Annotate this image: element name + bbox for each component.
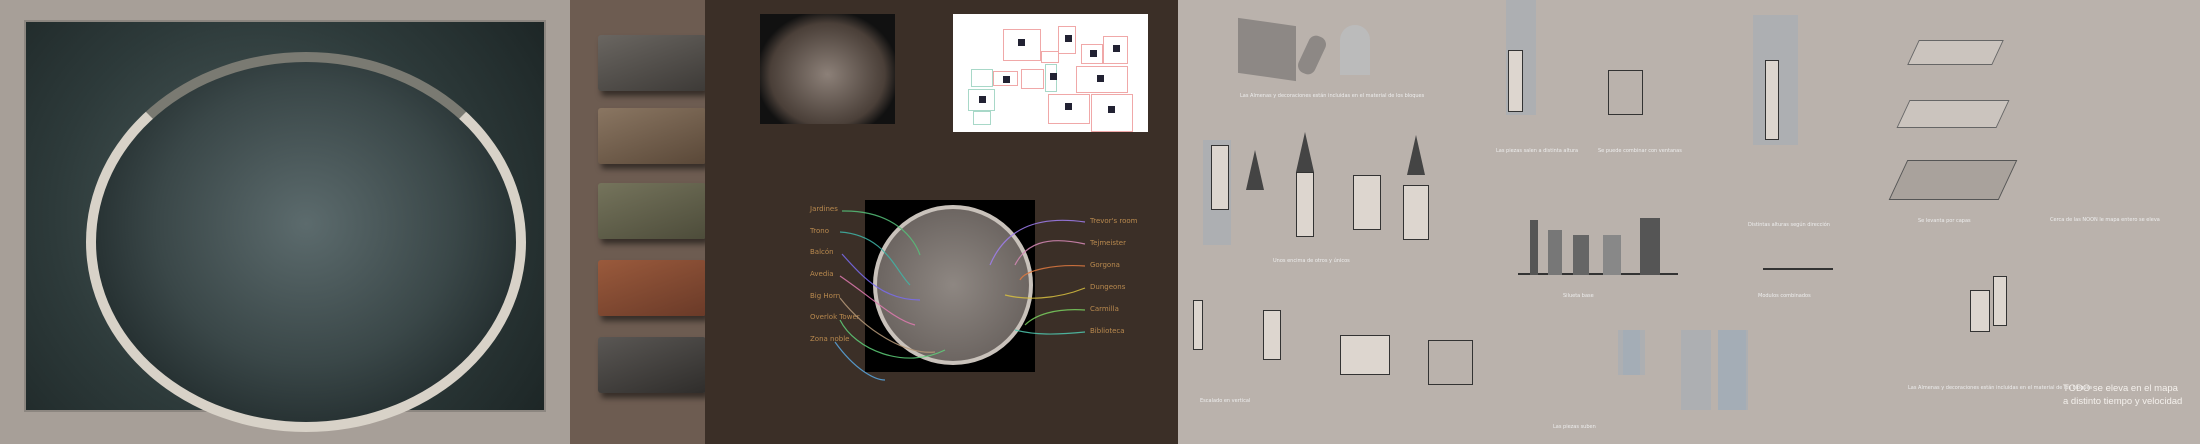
highlight — [1681, 330, 1711, 410]
caption: Escalado en vertical — [1200, 398, 1251, 404]
room-flowchart — [953, 14, 1148, 132]
map-thumbnail — [760, 14, 895, 124]
spire-sketch — [1246, 150, 1264, 190]
tower-sketch — [1263, 310, 1281, 360]
map-label: Overlok Tower — [810, 313, 860, 321]
map-link-lines — [834, 210, 1086, 381]
map-layout-panel: Jardines Trono Balcón Avedia Big Horn Ov… — [705, 0, 1178, 444]
wall-block-sketch — [1238, 17, 1296, 82]
frame-sketch — [1608, 70, 1643, 115]
map-circle — [873, 205, 1033, 365]
caption: Unos encima de otros y únicos — [1273, 258, 1350, 264]
caption: Las Almenas y decoraciones están incluid… — [1908, 385, 2093, 391]
tower-sketch — [1193, 300, 1203, 350]
spire-sketch — [1407, 135, 1425, 175]
texture-block — [598, 108, 706, 164]
building-sketch — [1340, 335, 1390, 375]
spire-sketch — [1296, 132, 1314, 172]
map-label: Avedia — [810, 270, 834, 278]
map-label: Dungeons — [1090, 283, 1126, 291]
tower-sketch — [1765, 60, 1779, 140]
arch-sketch — [1340, 25, 1370, 75]
caption: Las Almenas y decoraciones están incluid… — [1240, 93, 1425, 99]
caption: Modulos combinados — [1758, 293, 1811, 299]
caption: Las piezas salen a distinta altura — [1496, 148, 1579, 154]
caption: Cerca de las NOON le mapa entero se elev… — [2050, 217, 2160, 223]
tower-sketch — [1211, 145, 1229, 210]
map-label: Zona noble — [810, 335, 850, 343]
map-label: Balcón — [810, 248, 834, 256]
map-label: Trevor's room — [1090, 217, 1138, 225]
tower-sketch — [1508, 50, 1523, 112]
texture-block — [598, 337, 706, 393]
building-sketch — [1428, 340, 1473, 385]
caption: Las piezas suben — [1553, 424, 1596, 430]
conclusion-line: TODO se eleva en el mapa — [2063, 383, 2178, 394]
wall-piece-sketch — [1295, 33, 1329, 77]
city-bowl — [86, 52, 526, 432]
highlight — [1618, 330, 1640, 375]
texture-block — [598, 35, 706, 91]
highlight — [1718, 330, 1746, 410]
caption: Se puede combinar con ventanas — [1598, 148, 1682, 154]
layer-sketch — [1896, 100, 2010, 128]
city-bowl-painting — [24, 20, 546, 432]
map-label: Trono — [810, 227, 829, 235]
texture-blocks-panel — [570, 0, 706, 444]
tower-sketch — [1993, 276, 2007, 326]
building-sketch — [1403, 185, 1429, 240]
building-sketch — [1353, 175, 1381, 230]
map-label: Jardines — [810, 205, 838, 213]
conclusion-text: TODO se eleva en el mapa a distinto tiem… — [2063, 382, 2182, 408]
concept-art-panel — [0, 0, 570, 444]
sketches-panel: Las Almenas y decoraciones están incluid… — [1178, 0, 2200, 444]
map-label: Tejmeister — [1090, 239, 1126, 247]
map-diagram — [865, 200, 1035, 372]
texture-block — [598, 260, 706, 316]
highlight — [1623, 330, 1645, 375]
arch-row-sketch — [1763, 225, 1833, 270]
tower-sketch — [1296, 172, 1314, 237]
texture-block — [598, 183, 706, 239]
caption: Distintas alturas según dirección — [1748, 222, 1830, 228]
silhouette-sketch — [1518, 210, 1678, 275]
layer-sketch — [1907, 40, 2004, 65]
map-label: Biblioteca — [1090, 327, 1125, 335]
layer-stack-sketch — [1888, 160, 2018, 200]
highlight — [1718, 330, 1748, 410]
map-label: Gorgona — [1090, 261, 1120, 269]
map-label: Carmilla — [1090, 305, 1119, 313]
map-label: Big Horn — [810, 292, 841, 300]
tower-sketch — [1970, 290, 1990, 332]
conclusion-line: a distinto tiempo y velocidad — [2063, 396, 2183, 407]
caption: Silueta base — [1563, 293, 1594, 299]
caption: Se levanta por capas — [1918, 218, 1971, 224]
